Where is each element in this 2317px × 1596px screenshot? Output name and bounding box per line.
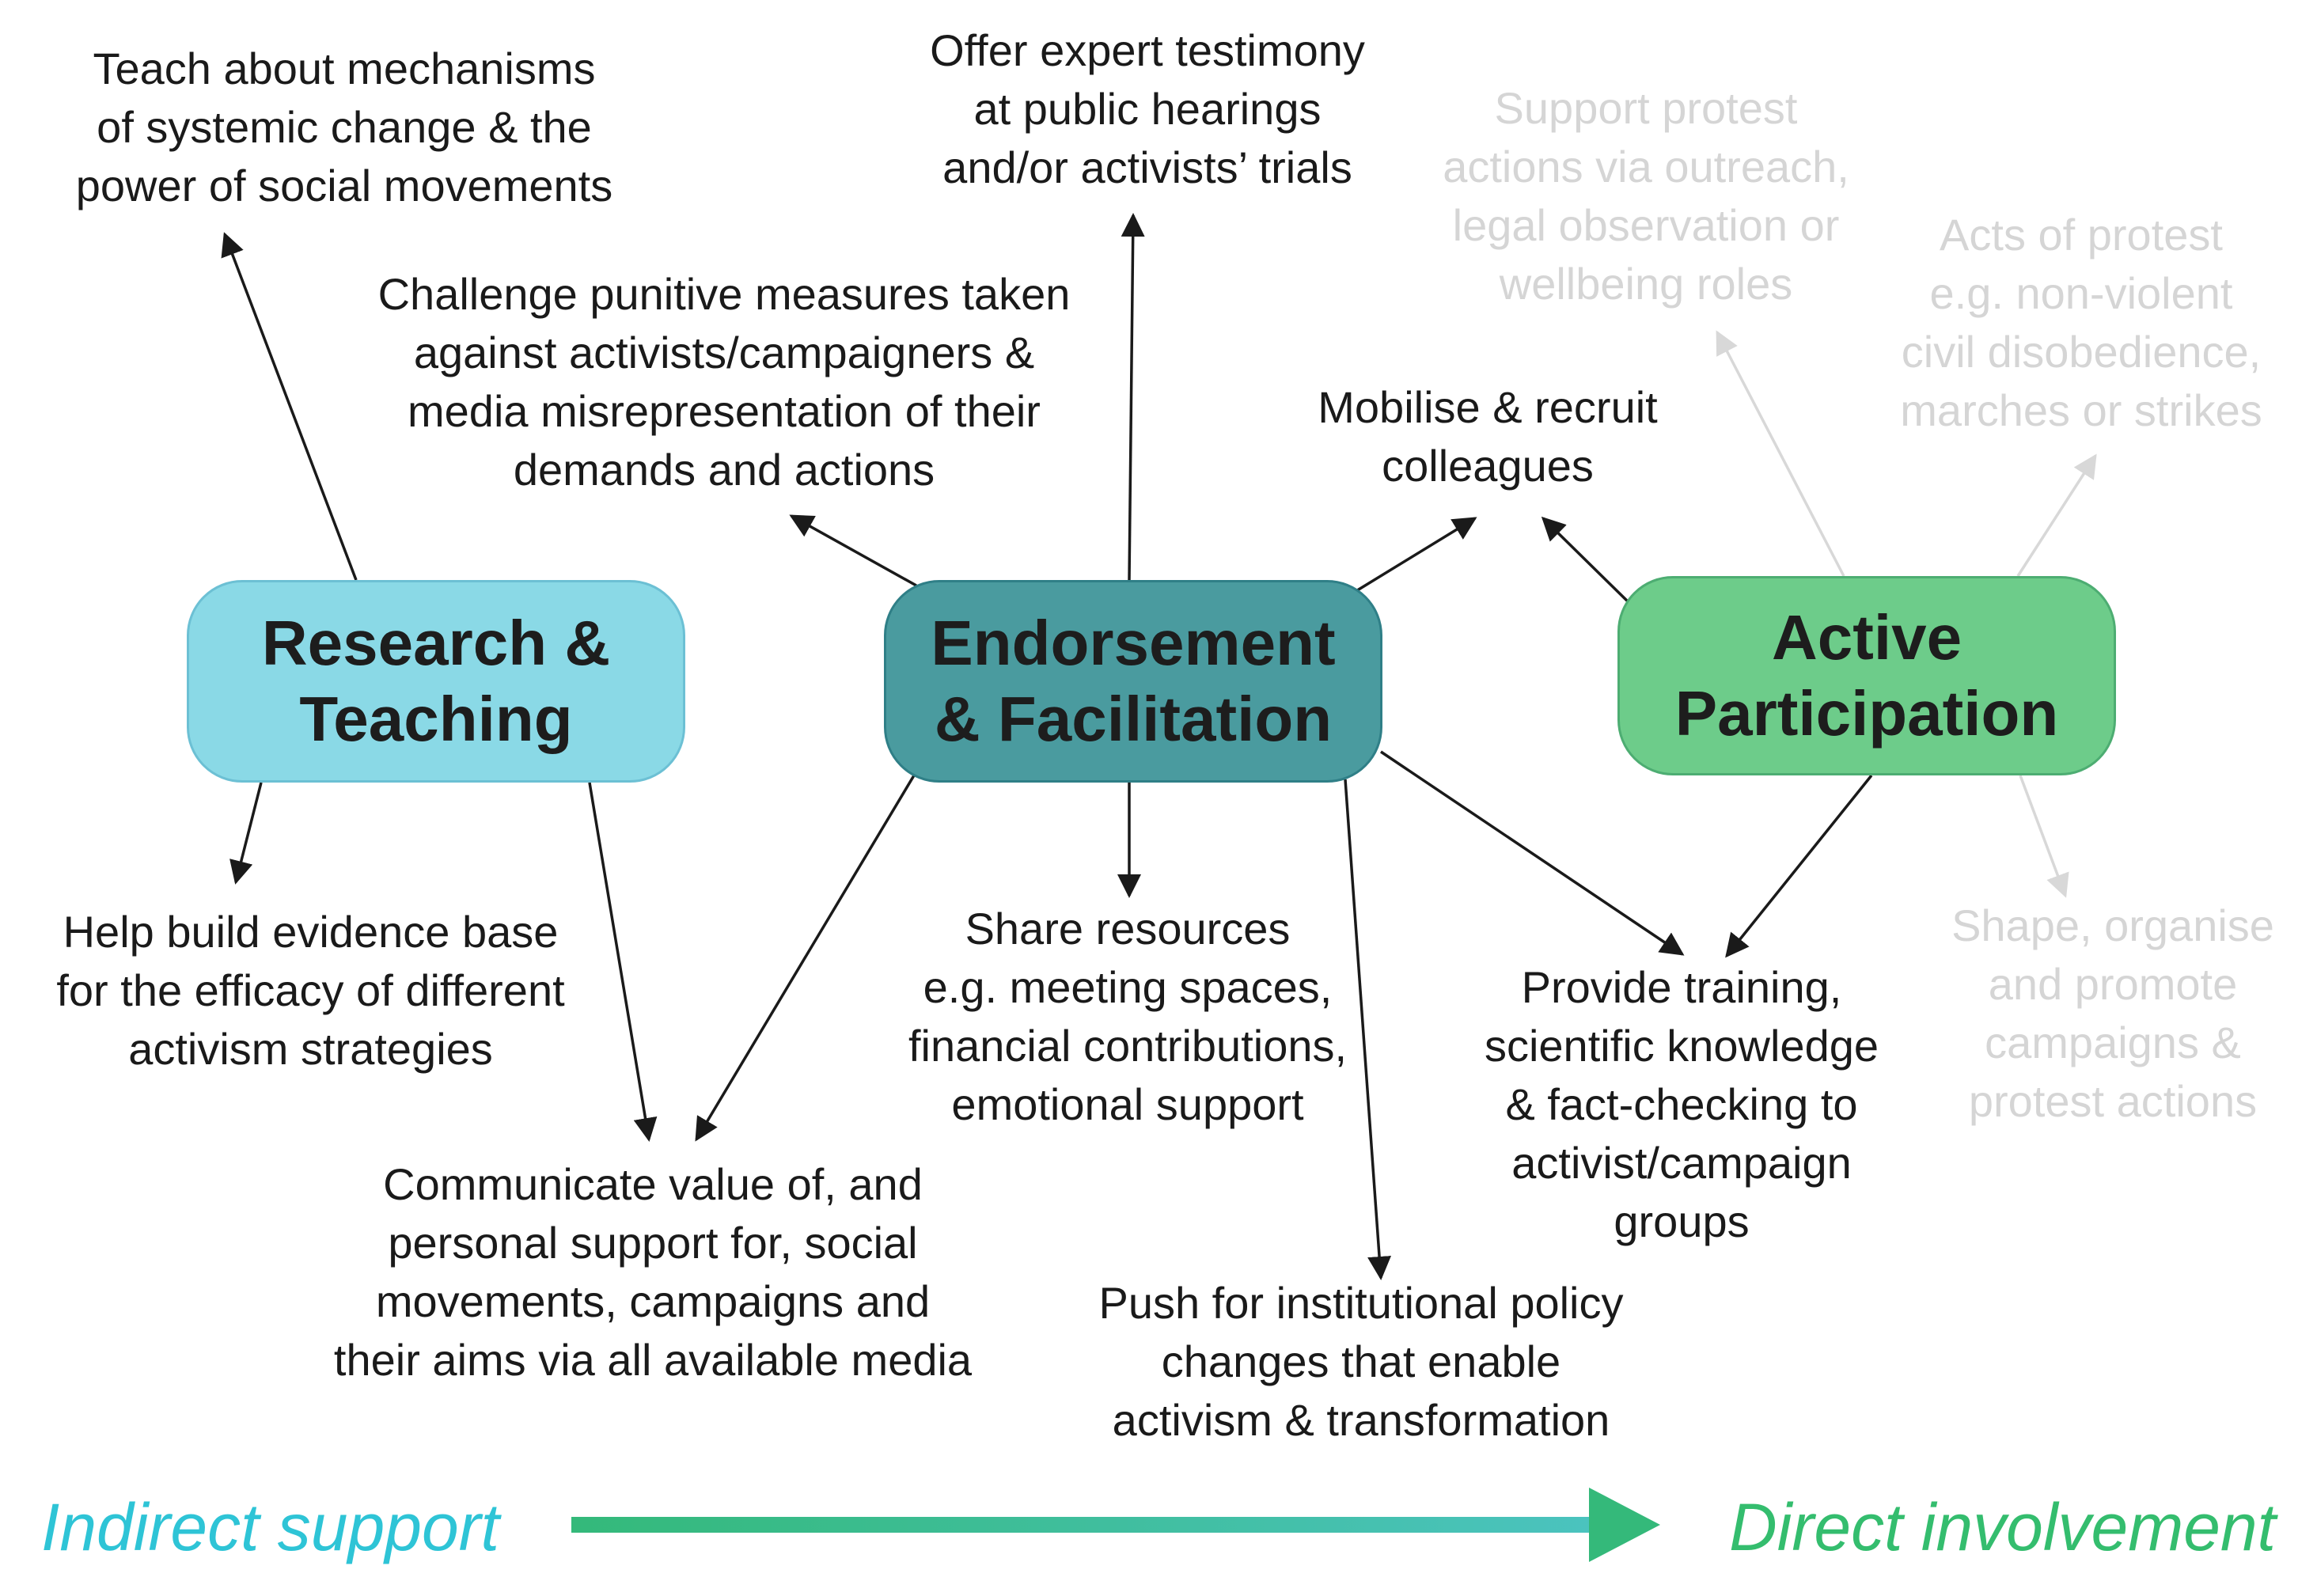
label-provide-training: Provide training, scientific knowledge &… — [1484, 962, 1879, 1246]
direct-involvement-label: Direct involvement — [1729, 1490, 2276, 1564]
active-participation-title: Active Participation — [1674, 602, 2059, 749]
spectrum-arrow-head — [1589, 1488, 1660, 1562]
label-support-protest: Support protest actions via outreach, le… — [1443, 83, 1849, 309]
label-push-policy: Push for institutional policy changes th… — [1098, 1278, 1624, 1445]
active-participation-box: Active Participation — [1617, 576, 2116, 775]
endorsement-facilitation-title: Endorsement & Facilitation — [931, 608, 1336, 754]
arrow-ef-to-training — [1380, 750, 1685, 956]
spectrum-arrow-shaft — [571, 1517, 1598, 1533]
label-acts-of-protest: Acts of protest e.g. non-violent civil d… — [1900, 210, 2262, 435]
arrow-ef-to-challenge — [789, 514, 917, 587]
research-teaching-title: Research & Teaching — [261, 608, 611, 754]
label-evidence-base: Help build evidence base for the efficac… — [56, 907, 565, 1074]
arrow-rt-to-evidence — [229, 782, 263, 885]
arrow-rt-to-communicate — [588, 782, 658, 1142]
label-challenge-punitive: Challenge punitive measures taken agains… — [377, 269, 1071, 495]
arrow-ef-to-testimony — [1121, 213, 1145, 581]
label-share-resources: Share resources e.g. meeting spaces, fin… — [908, 904, 1348, 1129]
arrow-ef-to-mobilise — [1354, 517, 1477, 593]
research-teaching-box: Research & Teaching — [187, 580, 685, 783]
indirect-support-label: Indirect support — [41, 1490, 499, 1564]
arrow-ef-to-policy — [1344, 779, 1392, 1280]
arrow-ap-to-shape — [2019, 775, 2069, 898]
arrow-ap-to-support-protest — [1716, 330, 1845, 577]
arrow-ef-to-communicate — [695, 771, 918, 1142]
endorsement-facilitation-box: Endorsement & Facilitation — [884, 580, 1382, 783]
arrow-ap-to-training — [1725, 774, 1873, 958]
label-mobilise-recruit: Mobilise & recruit colleagues — [1318, 382, 1658, 491]
label-teach-mechanisms: Teach about mechanisms of systemic chang… — [75, 44, 613, 210]
arrow-ap-to-acts — [2016, 453, 2097, 577]
arrow-rt-to-teach — [221, 232, 358, 581]
label-communicate-value: Communicate value of, and personal suppo… — [333, 1159, 973, 1385]
label-expert-testimony: Offer expert testimony at public hearing… — [930, 25, 1365, 192]
label-shape-organise: Shape, organise and promote campaigns & … — [1951, 900, 2274, 1126]
arrow-ap-to-mobilise — [1541, 516, 1633, 607]
